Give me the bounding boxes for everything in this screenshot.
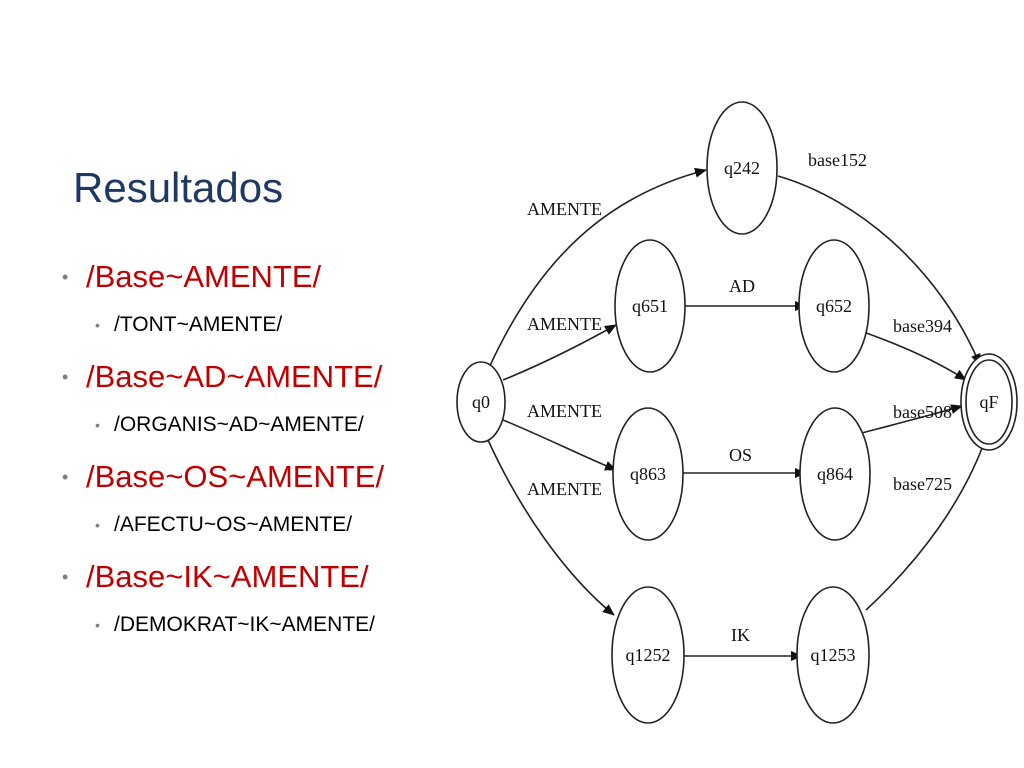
state-q863: q863 [612,407,684,541]
label-q1252-q1253: IK [731,625,750,645]
slide-title: Resultados [73,164,284,211]
state-label: q0 [472,392,490,412]
state-q864: q864 [799,407,871,541]
label-q0-q651: AMENTE [527,314,602,334]
state-label: q864 [817,464,853,484]
state-label: q242 [724,158,760,178]
sub-bullet-demokrat-ik-amente: /DEMOKRAT~IK~AMENTE/ [62,596,384,658]
edge-q864-qF [857,404,963,435]
sub-bullet-tont-amente: /TONT~AMENTE/ [62,296,384,358]
label-q651-q652: AD [729,276,755,296]
label-q652-qF: base394 [893,316,952,336]
state-label: q651 [632,296,668,316]
edge-q0-q863 [502,419,617,471]
state-q651: q651 [614,239,686,373]
state-qF-final: qF [960,353,1018,451]
bullet-base-os-amente: /Base~OS~AMENTE/ [62,458,384,496]
label-q0-q863: AMENTE [527,401,602,421]
bullet-list: /Base~AMENTE/ /TONT~AMENTE/ /Base~AD~AME… [62,258,384,658]
sub-bullet-afectu-os-amente: /AFECTU~OS~AMENTE/ [62,496,384,558]
label-q1253-qF: base725 [893,474,952,494]
edge-q0-q651 [502,324,617,381]
state-label: q863 [630,464,666,484]
state-label: q652 [816,296,852,316]
state-label: q1253 [811,645,856,665]
edge-q0-q242 [487,167,707,371]
state-q0: q0 [456,361,506,443]
edge-q0-q1252 [487,439,615,616]
bullet-base-ad-amente: /Base~AD~AMENTE/ [62,358,384,396]
state-q652: q652 [798,239,870,373]
state-label: q1252 [626,645,671,665]
label-q0-q1252: AMENTE [527,479,602,499]
state-q242: q242 [706,101,778,235]
bullet-base-amente: /Base~AMENTE/ [62,258,384,296]
edge-q652-qF [857,329,967,381]
label-q242-qF: base152 [808,150,867,170]
state-q1252: q1252 [611,586,685,724]
state-label: qF [979,392,998,412]
bullet-base-ik-amente: /Base~IK~AMENTE/ [62,558,384,596]
label-q0-q242: AMENTE [527,199,602,219]
edge-q242-qF [777,175,981,366]
sub-bullet-organis-ad-amente: /ORGANIS~AD~AMENTE/ [62,396,384,458]
label-q863-q864: OS [729,445,752,465]
edge-q1253-qF [865,431,990,611]
label-q864-qF: base508 [893,402,952,422]
state-q1253: q1253 [796,586,870,724]
